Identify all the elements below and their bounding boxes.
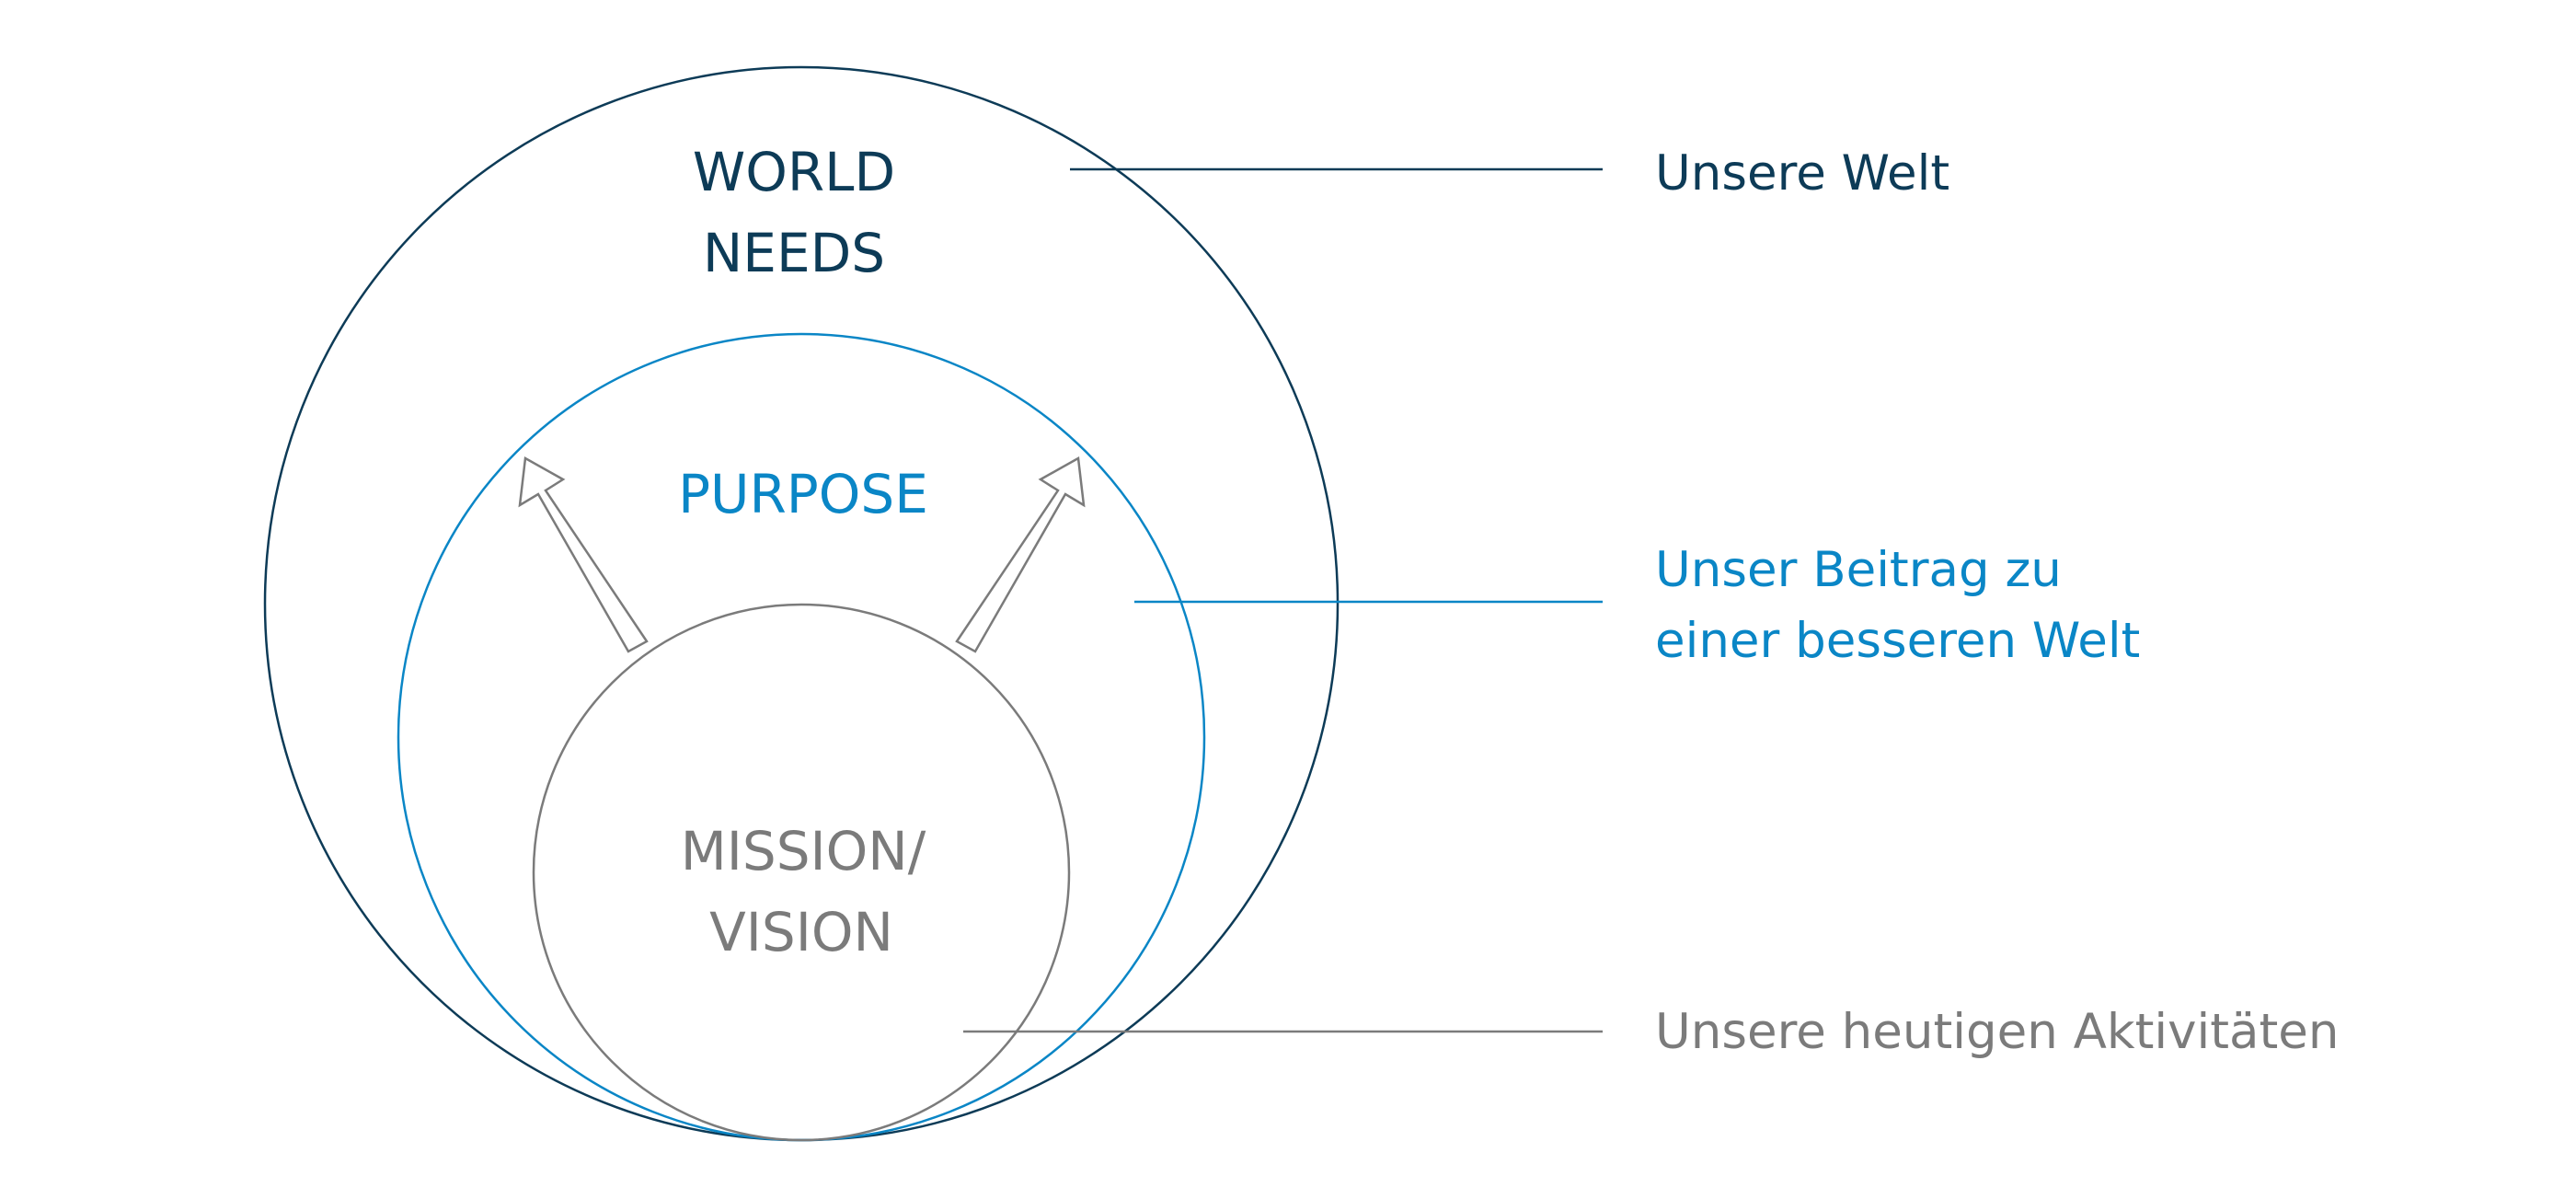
purpose-label: PURPOSE — [678, 463, 928, 525]
world-needs-label-line2: NEEDS — [703, 222, 885, 284]
mission-vision-circle — [532, 603, 1071, 1142]
purpose-circle — [397, 332, 1206, 1142]
world-needs-label-line1: WORLD — [693, 141, 895, 203]
mission-callout: Unsere heutigen Aktivitäten — [1655, 1004, 2339, 1060]
mission-vision-label-line1: MISSION/ — [681, 820, 926, 882]
world-callout: Unsere Welt — [1655, 145, 1949, 202]
purpose-callout-line1: Unser Beitrag zu — [1655, 542, 2062, 598]
mission-vision-label-line2: VISION — [709, 901, 893, 963]
purpose-callout-line2: einer besseren Welt — [1655, 613, 2140, 669]
arrow-up-right-icon — [955, 455, 1086, 653]
arrow-up-left-icon — [518, 455, 649, 653]
